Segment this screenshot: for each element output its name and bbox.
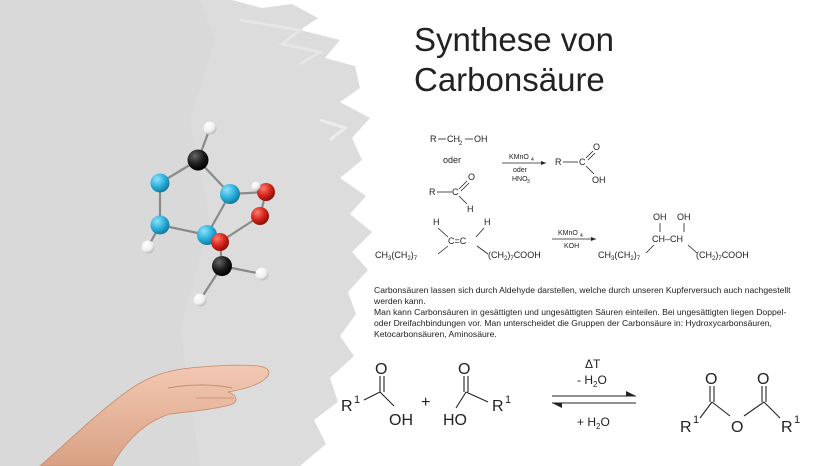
r2-double-bond: C=C: [448, 236, 467, 246]
r1-reactant1-oh: OH: [474, 134, 488, 144]
r3-acid1-o: O: [375, 361, 387, 378]
r2-h-right: H: [484, 217, 491, 227]
title-line-1: Synthese von: [414, 21, 614, 58]
r3-acid1-r: R: [341, 398, 353, 415]
r1-product-c: C: [579, 157, 586, 167]
r3-acid2-sup: 1: [505, 394, 511, 406]
r1-reactant1-ch2: CH: [447, 134, 460, 144]
r2-reagent-bottom: KOH: [564, 243, 579, 250]
r3-acid1-sup: 1: [354, 394, 360, 406]
r2-oh-left: OH: [653, 212, 667, 222]
slide-title: Synthese von Carbonsäure: [414, 20, 614, 100]
r3-anhydride-r-left: R: [680, 419, 692, 436]
r2-reagent-top-sub: 4: [580, 233, 583, 239]
r3-acid2-r: R: [492, 398, 504, 415]
reaction-1: R CH 2 OH oder R C O H KMnO 4 oder HNO 3…: [429, 134, 606, 214]
r1-product-r: R: [555, 157, 562, 167]
r3-forward-bottom: - H2O: [577, 373, 607, 389]
r3-anhydride-o1: O: [705, 371, 717, 388]
r1-reagent-bottom: HNO: [512, 176, 528, 183]
r1-reactant1-r: R: [430, 134, 437, 144]
r3-anhydride-o-bridge: O: [731, 419, 743, 436]
open-hand-icon: [39, 364, 270, 466]
r1-or: oder: [443, 155, 461, 165]
r1-reactant2-h: H: [467, 204, 474, 214]
r3-reverse-label: + H2O: [577, 415, 610, 431]
description-text: Carbonsäuren lassen sich durch Aldehyde …: [374, 285, 794, 340]
r3-anhydride-sup-left: 1: [693, 414, 699, 426]
reaction-2: H H C=C CH3(CH2)7 (CH2)7COOH KMnO 4 KOH …: [375, 212, 749, 262]
r3-anhydride-o2: O: [757, 371, 769, 388]
r1-reagent-bottom-sub: 3: [527, 179, 530, 185]
r1-reactant2-c: C: [452, 187, 459, 197]
r3-acid1-oh: OH: [389, 412, 413, 429]
r1-reagent-mid: oder: [513, 167, 528, 174]
r2-product-left: CH3(CH2)7: [598, 250, 641, 262]
r2-right-chain: (CH2)7COOH: [488, 250, 541, 262]
r3-forward-top: ΔT: [585, 357, 601, 371]
r2-product-center: CH–CH: [652, 234, 683, 244]
r1-product-oh: OH: [592, 175, 606, 185]
description-paragraph-2: Man kann Carbonsäuren in gesättigten und…: [374, 307, 787, 339]
description-paragraph-1: Carbonsäuren lassen sich durch Aldehyde …: [374, 285, 791, 306]
r3-anhydride-sup-right: 1: [794, 414, 800, 426]
title-line-2: Carbonsäure: [414, 61, 605, 98]
r2-left-chain: CH3(CH2)7: [375, 250, 418, 262]
r2-h-left: H: [433, 217, 440, 227]
reaction-3: R 1 O OH + O HO R 1 ΔT - H2O + H2: [341, 357, 800, 436]
r1-reactant2-o: O: [468, 172, 475, 182]
molecule-model-icon: [141, 121, 275, 307]
r2-product-right: (CH2)7COOH: [696, 250, 749, 262]
r1-reagent-top: KMnO: [509, 154, 529, 161]
r2-reagent-top: KMnO: [558, 230, 578, 237]
r1-reactant1-sub: 2: [459, 141, 463, 147]
r1-reagent-top-sub: 4: [531, 157, 534, 163]
r1-reactant2-r: R: [429, 187, 436, 197]
r2-oh-right: OH: [677, 212, 691, 222]
r3-acid2-ho: HO: [443, 412, 467, 429]
r3-anhydride-r-right: R: [781, 419, 793, 436]
r3-acid2-o: O: [458, 361, 470, 378]
r3-plus: +: [421, 394, 430, 411]
r1-product-o: O: [593, 142, 600, 152]
